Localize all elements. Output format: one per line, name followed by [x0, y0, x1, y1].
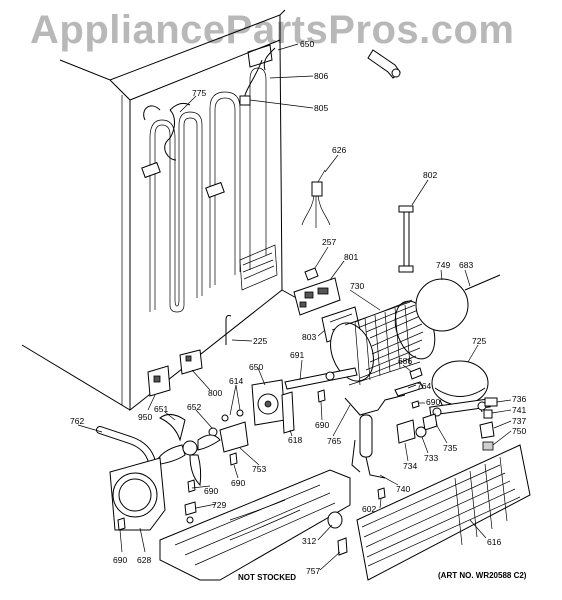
not-stocked-label: NOT STOCKED	[238, 573, 296, 582]
callout-725: 725	[472, 336, 486, 346]
callout-764: 764	[417, 381, 431, 391]
callout-690-bottom-left: 690	[113, 555, 127, 565]
part-733	[415, 426, 427, 438]
callout-602: 602	[362, 504, 376, 514]
callout-800: 800	[208, 388, 222, 398]
callout-618: 618	[288, 435, 302, 445]
callout-735: 735	[443, 443, 457, 453]
condenser-coil-730	[330, 299, 436, 386]
screw-690-bottom-left	[117, 517, 126, 531]
wire-683	[464, 274, 501, 291]
callout-803: 803	[302, 332, 316, 342]
callout-690-right: 690	[426, 397, 440, 407]
relay-734	[396, 419, 416, 444]
relay-950	[147, 365, 171, 397]
bracket-618	[281, 391, 295, 434]
screw-257	[304, 267, 319, 281]
callout-806: 806	[314, 71, 328, 81]
fan-motor-650	[251, 379, 286, 426]
callout-225: 225	[253, 336, 267, 346]
art-number: (ART NO. WR20588 C2)	[438, 571, 527, 580]
callout-614: 614	[229, 376, 243, 386]
callout-802: 802	[423, 170, 437, 180]
callout-312: 312	[302, 536, 316, 546]
callout-650-top: 650	[300, 39, 314, 49]
callout-733: 733	[424, 453, 438, 463]
fan-shroud-628	[109, 457, 166, 531]
callout-736: 736	[512, 394, 526, 404]
callout-257: 257	[322, 237, 336, 247]
clip-805	[239, 95, 251, 106]
compressor-725	[429, 360, 491, 417]
harness-802	[398, 205, 414, 273]
screw-690-low	[187, 479, 196, 493]
callout-651: 651	[154, 404, 168, 414]
callout-628: 628	[137, 555, 151, 565]
screw-690-left	[229, 452, 238, 466]
part-735	[422, 413, 438, 431]
callout-616: 616	[487, 537, 501, 547]
bracket-753	[219, 421, 249, 453]
callout-730: 730	[350, 281, 364, 291]
fan-shroud-749	[415, 278, 469, 332]
leader-lines	[77, 43, 512, 571]
harness-626	[301, 169, 331, 228]
callout-775: 775	[192, 88, 206, 98]
callout-740: 740	[396, 484, 410, 494]
callout-737: 737	[512, 416, 526, 426]
part-312	[327, 511, 343, 529]
relay-800	[179, 349, 203, 375]
callout-753: 753	[252, 464, 266, 474]
capillary-tube-775	[164, 109, 177, 161]
grommet-686	[409, 367, 423, 380]
fan-blade-651	[154, 414, 221, 487]
callout-749: 749	[436, 260, 450, 270]
valve-650-top	[367, 49, 401, 79]
tubing-765	[344, 394, 406, 416]
control-board-801	[293, 277, 341, 316]
watermark-logo: AppliancePartsPros.com	[30, 8, 515, 52]
callout-801: 801	[344, 252, 358, 262]
screw-757	[337, 537, 348, 556]
grille-panel-616	[356, 444, 531, 581]
callout-691: 691	[290, 350, 304, 360]
bracket-764	[394, 381, 424, 397]
callout-750: 750	[512, 426, 526, 436]
clip-729	[184, 501, 197, 516]
callout-765: 765	[327, 436, 341, 446]
callout-757: 757	[306, 566, 320, 576]
compressor-hardware	[479, 397, 498, 451]
base-pan-not-stocked	[159, 469, 351, 581]
callout-729: 729	[212, 500, 226, 510]
callout-805: 805	[314, 103, 328, 113]
screw-602	[377, 487, 386, 500]
callout-683: 683	[459, 260, 473, 270]
bracket-691	[284, 367, 358, 390]
callout-686: 686	[398, 356, 412, 366]
cabinet-back-panel	[21, 9, 301, 412]
screw-614a	[221, 414, 229, 422]
dryer-740	[351, 414, 386, 479]
callout-690-low: 690	[204, 486, 218, 496]
callout-650-motor: 650	[249, 362, 263, 372]
callout-950: 950	[138, 412, 152, 422]
screw-690-mid	[317, 389, 326, 403]
callout-690-mid: 690	[315, 420, 329, 430]
callout-762: 762	[70, 416, 84, 426]
callout-690-low-mid: 690	[231, 478, 245, 488]
callout-734: 734	[403, 461, 417, 471]
screw-690-right	[411, 400, 420, 409]
callout-741: 741	[512, 405, 526, 415]
callout-626: 626	[332, 145, 346, 155]
callout-652: 652	[187, 402, 201, 412]
screw-614b	[236, 409, 244, 417]
